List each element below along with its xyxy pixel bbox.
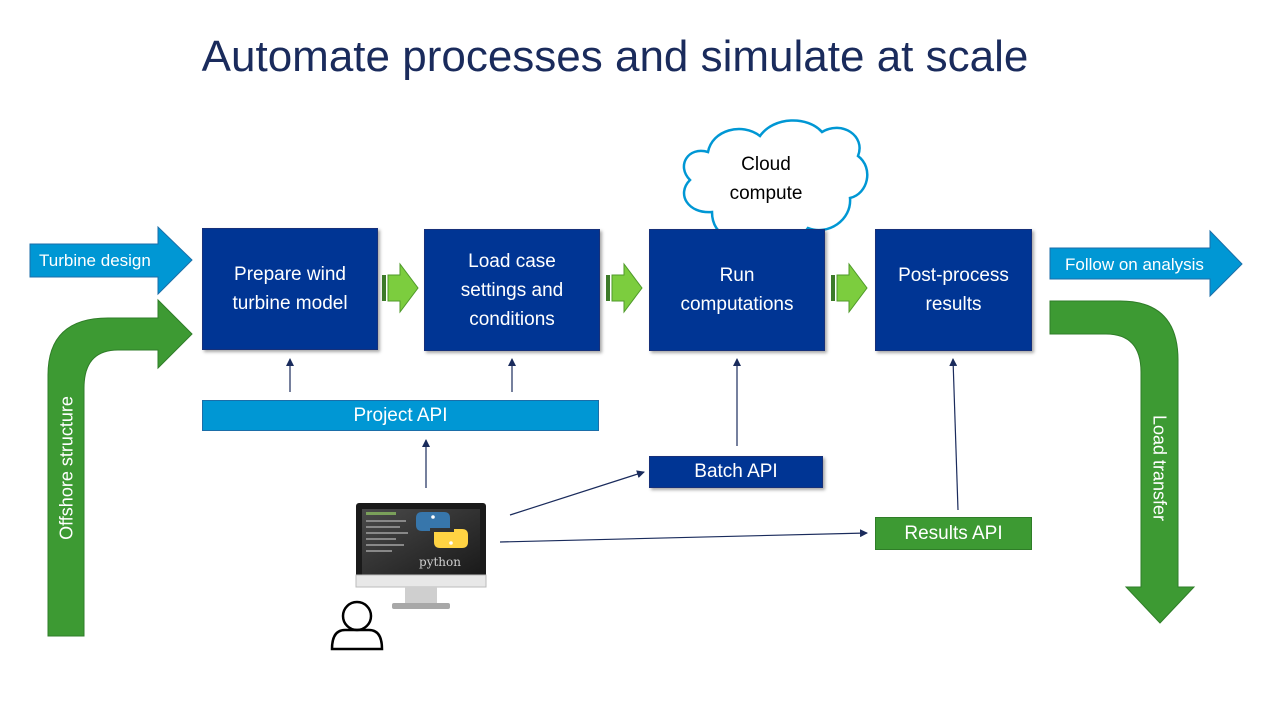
flow-arrow-3	[831, 262, 868, 314]
cloud-compute-label: Cloud compute	[729, 154, 803, 204]
load-transfer-arrow	[1049, 300, 1196, 624]
python-logo-text: python	[419, 555, 461, 569]
monitor-icon: python	[355, 503, 487, 609]
turbine-design-arrow	[29, 225, 193, 296]
python-logo-icon	[416, 512, 468, 548]
turbine-design-label: Turbine design	[39, 251, 151, 270]
results-api-label: Results API	[904, 522, 1003, 544]
flow-arrow-2	[606, 262, 643, 314]
batch-api: Batch API	[649, 456, 823, 488]
results-api: Results API	[875, 517, 1032, 550]
load-transfer-label: Load transfer	[1149, 414, 1170, 522]
step-prepare-model: Prepare wind turbine model	[202, 228, 378, 350]
follow-on-analysis-label: Follow on analysis	[1065, 255, 1204, 274]
batch-api-label: Batch API	[694, 461, 778, 482]
connector-monitor-batch	[509, 470, 645, 516]
flow-arrow-1	[382, 262, 419, 314]
connector-results-post	[949, 358, 959, 511]
project-api-label: Project API	[353, 404, 448, 426]
step-post-process: Post-process results	[875, 229, 1032, 351]
connector-monitor-results	[499, 529, 868, 543]
offshore-structure-label: Offshore structure	[56, 396, 77, 540]
step-prepare-label: Prepare wind turbine model	[232, 264, 348, 314]
step-load-case: Load case settings and conditions	[424, 229, 600, 351]
follow-on-analysis-arrow	[1049, 229, 1243, 298]
step-run-computations: Run computations	[649, 229, 825, 351]
page-title: Automate processes and simulate at scale	[201, 32, 1029, 81]
step-run-label: Run computations	[680, 265, 794, 315]
step-load-case-label: Load case settings and conditions	[460, 250, 564, 330]
step-post-label: Post-process results	[898, 265, 1009, 315]
offshore-structure-arrow	[47, 298, 193, 637]
user-icon	[330, 600, 384, 651]
project-api: Project API	[202, 400, 599, 431]
